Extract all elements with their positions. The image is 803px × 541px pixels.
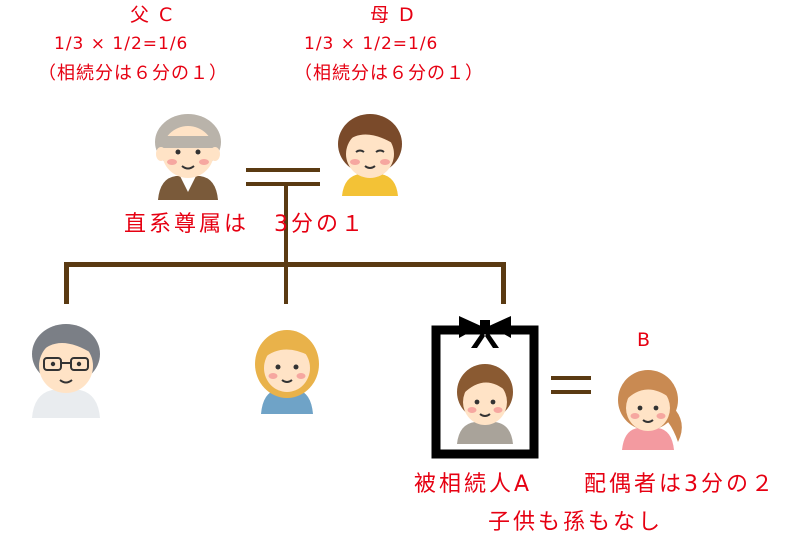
mother-share-note: （相続分は６分の１） [294, 63, 484, 84]
grandmother-icon [338, 114, 402, 196]
woman-icon [255, 330, 319, 414]
spouse-label: B [637, 329, 653, 351]
man-with-glasses-icon [32, 324, 100, 418]
mourning-ribbon-icon [459, 316, 511, 348]
grandfather-icon [155, 114, 221, 200]
father-label: 父 C [130, 4, 175, 26]
father-share-note: （相続分は６分の１） [38, 63, 228, 84]
mother-label: 母 D [370, 4, 416, 26]
parents-marriage-lines [246, 168, 320, 186]
deceased-note: 子供も孫もなし [488, 510, 664, 535]
spouse-share-note: 配偶者は3分の２ [584, 472, 776, 497]
mother-share-calculation: 1/3 × 1/2=1/6 [304, 34, 439, 54]
young-woman-icon [618, 370, 682, 450]
tree-branch-lines [64, 184, 506, 304]
ascendants-share-note: 直系尊属は 3分の１ [124, 212, 366, 237]
young-man-portrait-icon [457, 364, 513, 444]
deceased-label: 被相続人A [414, 472, 533, 497]
spouse-marriage-lines [551, 376, 591, 394]
father-share-calculation: 1/3 × 1/2=1/6 [54, 34, 189, 54]
